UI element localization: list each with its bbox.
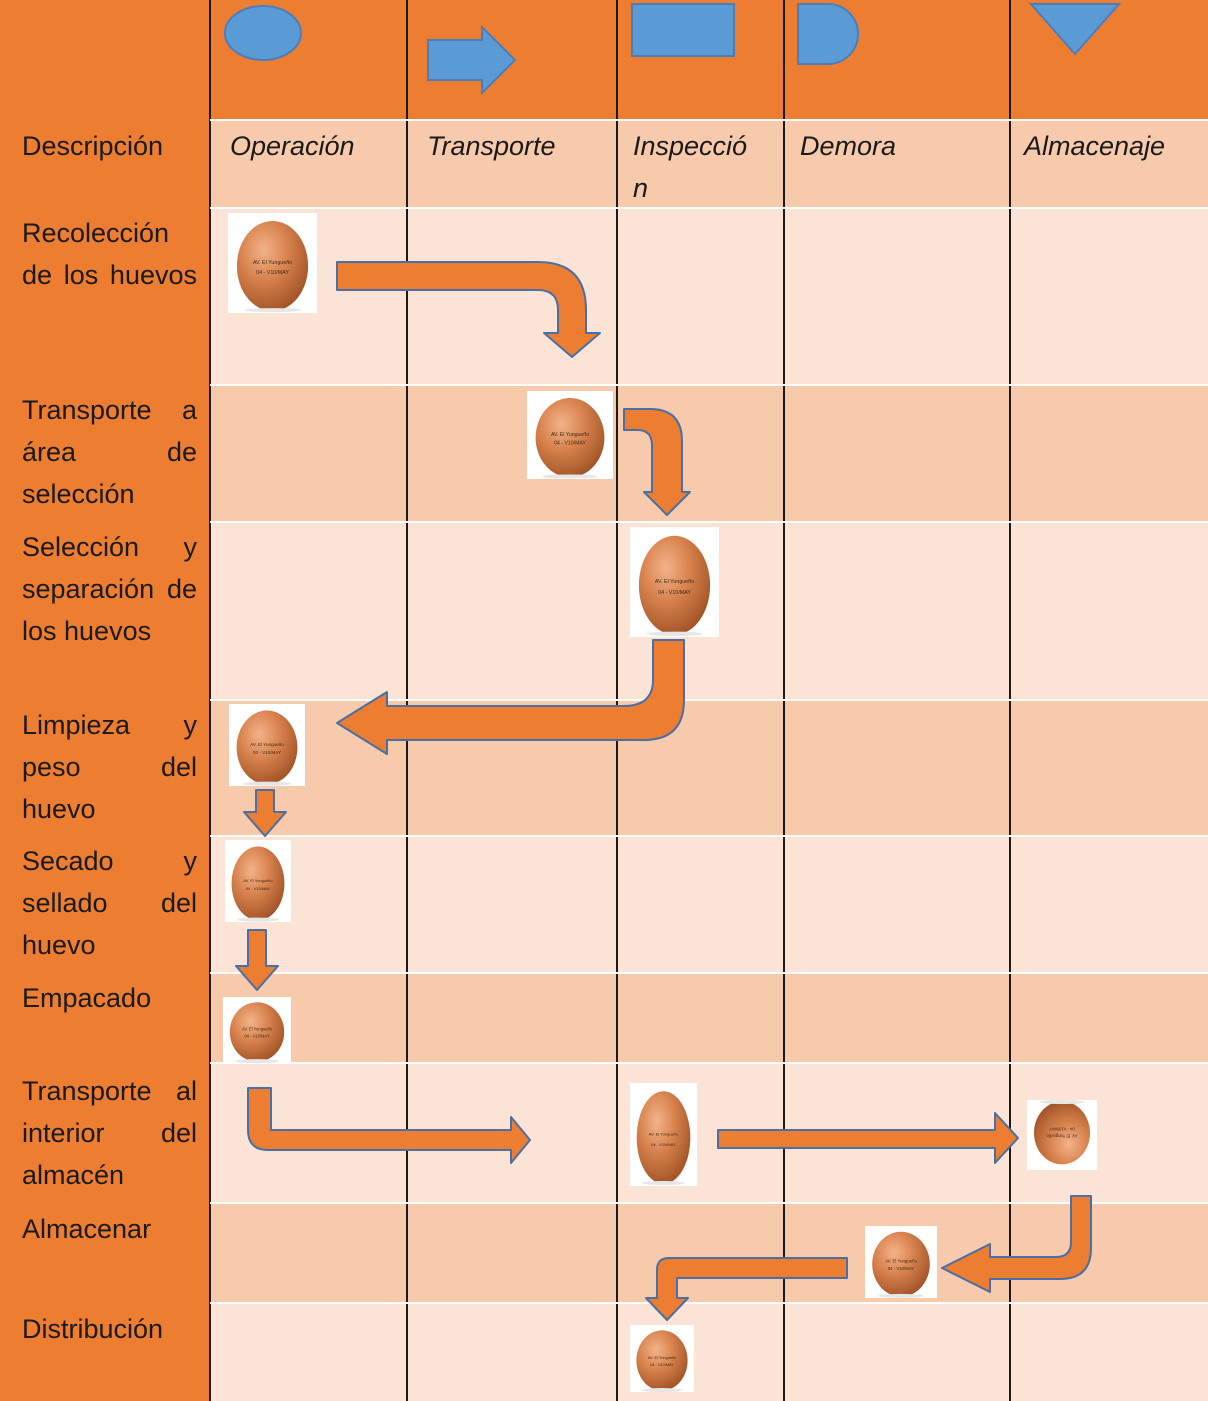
egg-icon — [237, 711, 298, 785]
operation-ellipse-icon — [225, 6, 301, 60]
egg-stamp-line1: AV. El Yungueño — [253, 260, 292, 266]
egg-seleccion: AV. El Yungueño 04 - V10/MAY — [630, 527, 719, 637]
arrow-secado-empacado — [236, 930, 278, 990]
egg-stamp-line1: AV. El Yungueño — [655, 579, 694, 585]
arrow-seleccion-limpieza — [337, 640, 684, 754]
egg-shadow — [642, 1388, 683, 1392]
egg-shadow — [642, 1181, 685, 1185]
egg-stamp-line2: 04 - V10/MAY — [244, 1033, 269, 1038]
egg-stamp-line2: 04 - V10/MAY — [256, 270, 289, 276]
delay-d-icon — [798, 4, 858, 64]
egg-stamp-line2: 04 - V10/MAY — [888, 1266, 915, 1271]
symbol-row — [225, 4, 1119, 93]
egg-almacen-mirrored: AV. El Yungueño 04 - V10/MAY — [1027, 1100, 1097, 1170]
egg-shadow — [646, 632, 703, 636]
egg-stamp-line2: 04 - V10/MAY — [651, 1142, 676, 1147]
egg-markers: AV. El Yungueño04 - V10/MAYAV. El Yungue… — [223, 213, 1097, 1392]
transport-arrow-icon — [428, 27, 515, 93]
egg-stamp-line2: 04 - V10/MAY — [246, 886, 271, 891]
egg-shadow — [235, 1059, 279, 1063]
egg-stamp-line1: AV. El Yungueño — [885, 1259, 917, 1264]
egg-icon — [636, 1330, 687, 1390]
egg-stamp-line2: 04 - V10/MAY — [650, 1363, 674, 1367]
egg-shadow — [542, 474, 597, 478]
egg-limpieza: AV. El Yungueño 04 - V10/MAY — [229, 704, 305, 786]
arrow-limpieza-secado — [244, 790, 286, 836]
egg-icon — [230, 1002, 284, 1061]
egg-icon — [232, 847, 285, 921]
egg-stamp-line2: 04 - V10/MAY — [658, 590, 691, 596]
arrow-recoleccion — [337, 262, 600, 357]
arrow-empacado-inspeccion — [248, 1088, 530, 1163]
egg-stamp-line2: 04 - V10/MAY — [253, 750, 281, 755]
egg-shadow — [1040, 1100, 1085, 1104]
arrow-almacenar-distribucion — [646, 1258, 847, 1320]
egg-stamp-line1: AV. El Yungueño — [242, 1027, 273, 1032]
egg-stamp-line1: AV. El Yungueño — [243, 878, 273, 883]
egg-stamp-line1: AV. El Yungueño — [648, 1356, 676, 1360]
arrow-transporte-seleccion — [624, 409, 690, 515]
egg-stamp-line1: AV. El Yungueño — [551, 432, 589, 438]
egg-icon — [639, 536, 710, 635]
inspection-rectangle-icon — [632, 4, 734, 56]
egg-shadow — [237, 918, 279, 922]
egg-stamp-line1: AV. El Yungueño — [649, 1132, 679, 1137]
egg-distribucion: AV. El Yungueño 04 - V10/MAY — [630, 1325, 694, 1392]
arrow-inspeccion-almacen — [718, 1113, 1018, 1163]
egg-stamp-line2: 04 - V10/MAY — [554, 441, 586, 447]
egg-shadow — [878, 1294, 924, 1298]
egg-secado: AV. El Yungueño 04 - V10/MAY — [225, 840, 291, 922]
egg-icon — [872, 1232, 930, 1297]
egg-stamp-line2: 04 - V10/MAY — [1049, 1126, 1075, 1131]
egg-stamp-line1: AV. El Yungueño — [1046, 1133, 1078, 1138]
egg-shadow — [243, 782, 292, 786]
egg-icon — [1034, 1101, 1090, 1164]
storage-triangle-icon — [1031, 4, 1119, 54]
egg-recoleccion: AV. El Yungueño 04 - V10/MAY — [228, 213, 317, 313]
egg-transporte-almacen: AV. El Yungueño 04 - V10/MAY — [630, 1083, 697, 1186]
egg-icon — [237, 221, 308, 311]
egg-stamp-line1: AV. El Yungueño — [250, 742, 284, 747]
egg-transporte-seleccion: AV. El Yungueño 04 - V10/MAY — [527, 391, 613, 479]
egg-shadow — [244, 308, 301, 312]
egg-icon — [637, 1091, 691, 1184]
arrow-almacen-almacenar — [942, 1196, 1091, 1292]
egg-almacenar: AV. El Yungueño 04 - V10/MAY — [865, 1226, 937, 1298]
